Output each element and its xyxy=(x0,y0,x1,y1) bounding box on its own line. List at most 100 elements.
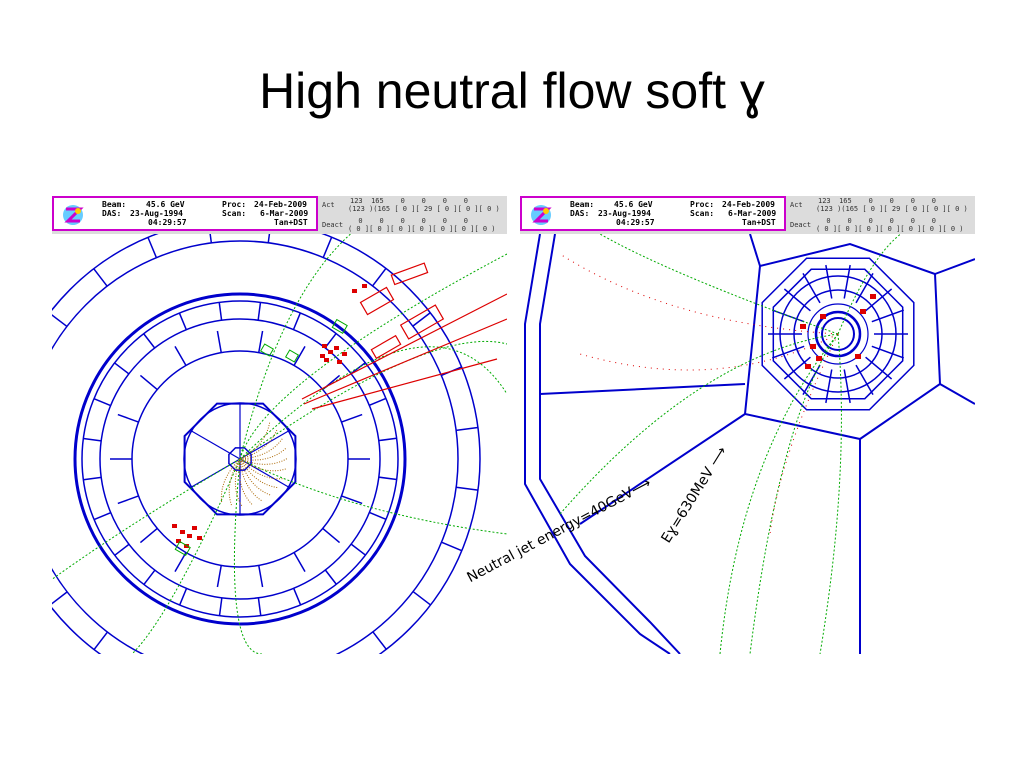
detector-left-svg xyxy=(52,234,507,654)
cluster-cell xyxy=(337,360,342,364)
track-3 xyxy=(239,458,507,535)
cluster-cell xyxy=(342,352,347,356)
cluster-cell xyxy=(322,344,327,348)
inner-calo-segment xyxy=(139,374,158,391)
calo-segment xyxy=(257,302,262,321)
deact-label: Deact xyxy=(322,221,344,229)
cluster-cell xyxy=(860,309,866,314)
tracker-spoke xyxy=(239,458,289,488)
cluster-cell xyxy=(197,536,202,540)
hexagon-arm-1 xyxy=(579,413,746,525)
muon-segment xyxy=(52,591,68,605)
hexagon-arm-6 xyxy=(749,234,761,267)
act-row1: 123 165 0 0 0 0 xyxy=(350,197,469,205)
soft-track xyxy=(228,458,241,507)
muon-segment xyxy=(267,234,271,243)
hexagon-arm-2 xyxy=(539,383,746,395)
inner-calo-segment xyxy=(216,330,222,353)
deact-row2: ( 0 ][ 0 ][ 0 ][ 0 ][ 0 ][ 0 ][ 0 ) xyxy=(816,225,964,233)
cluster-box-1 xyxy=(359,286,395,316)
calo-segment xyxy=(324,569,337,585)
cluster-cell xyxy=(805,364,811,369)
inner-calo-segment xyxy=(174,346,187,366)
cluster-cell xyxy=(320,354,325,358)
hexagon-arm-5 xyxy=(939,383,975,405)
cluster-cell xyxy=(176,539,181,543)
delphi-logo-icon xyxy=(63,205,84,225)
calo-spoke xyxy=(855,273,874,304)
calo-spoke xyxy=(783,356,811,380)
track-5 xyxy=(52,458,241,580)
deact-label: Deact xyxy=(790,221,812,229)
calo-spoke xyxy=(843,264,851,299)
muon-segment xyxy=(456,426,479,432)
inner-calo-segment xyxy=(322,527,341,544)
muon-segment xyxy=(412,312,431,327)
soft-track xyxy=(234,458,243,508)
soft-track xyxy=(239,458,272,496)
jet-line-1 xyxy=(301,293,507,400)
calo-spoke xyxy=(865,356,893,380)
muon-segment xyxy=(412,590,431,606)
muon-segment xyxy=(441,541,463,552)
jet-line-2 xyxy=(303,318,507,405)
calo-segment xyxy=(114,543,130,556)
proc-value: 24-Feb-2009 xyxy=(722,200,775,209)
outer-boundary-2 xyxy=(539,234,681,654)
soft-track xyxy=(239,458,263,502)
vertex-ring-1 xyxy=(814,310,862,358)
cluster-cell xyxy=(192,526,197,530)
tag-label: Tan+DST xyxy=(742,218,776,227)
calo-spoke xyxy=(865,288,893,312)
inner-calo-segment xyxy=(258,565,264,588)
calo-segment xyxy=(178,312,188,330)
scan-label: Scan: xyxy=(222,209,247,218)
inner-calo-segment xyxy=(341,495,363,505)
slide-title: High neutral flow soft ɣ xyxy=(259,63,765,119)
proc-label: Proc: xyxy=(222,200,247,209)
cluster-cell xyxy=(328,350,333,354)
deact-row1: 0 0 0 0 0 0 xyxy=(818,217,937,225)
soft-track xyxy=(239,458,279,489)
muon-segment xyxy=(93,268,108,287)
calo-segment xyxy=(218,302,223,321)
cluster-cell xyxy=(180,530,185,534)
act-label: Act xyxy=(790,201,803,209)
calo-spoke xyxy=(825,264,833,299)
das-value: 23-Aug-1994 xyxy=(130,209,183,218)
muon-segment xyxy=(52,314,68,328)
inner-calo-segment xyxy=(293,346,306,366)
inner-calo-segment xyxy=(216,565,222,588)
soft-track xyxy=(239,457,289,465)
beam-value: 45.6 GeV xyxy=(614,200,653,209)
muon-segment xyxy=(322,236,333,258)
tracker-spoke xyxy=(191,430,241,460)
calo-spoke xyxy=(871,309,905,323)
track-4 xyxy=(239,253,507,460)
muon-segment xyxy=(93,631,109,650)
vertex-ring-3 xyxy=(807,303,869,365)
delphi-logo-icon xyxy=(531,205,552,225)
calo-segment xyxy=(257,597,262,616)
act-label: Act xyxy=(322,201,335,209)
muon-segment xyxy=(456,486,479,491)
track-4 xyxy=(819,333,842,654)
outer-boundary-1 xyxy=(524,234,671,654)
green-marker-1 xyxy=(259,343,275,357)
calo-segment xyxy=(292,588,302,606)
inner-calo-segment xyxy=(293,552,306,572)
calo-segment xyxy=(143,569,156,585)
inner-calo-segment xyxy=(174,552,187,572)
green-marker-3 xyxy=(331,318,348,335)
calo-spoke xyxy=(855,364,874,395)
beam-value: 45.6 GeV xyxy=(146,200,185,209)
proc-label: Proc: xyxy=(690,200,715,209)
muon-segment xyxy=(147,237,158,258)
event-header: Beam: 45.6 GeV DAS: 23-Aug-1994 04:29:57… xyxy=(52,196,507,234)
vertex-ring-2 xyxy=(821,317,855,351)
cluster-cell xyxy=(855,354,861,359)
muon-segment xyxy=(209,234,213,243)
cluster-cell xyxy=(870,294,876,299)
cluster-cell xyxy=(816,356,822,361)
calo-spoke xyxy=(843,369,851,404)
